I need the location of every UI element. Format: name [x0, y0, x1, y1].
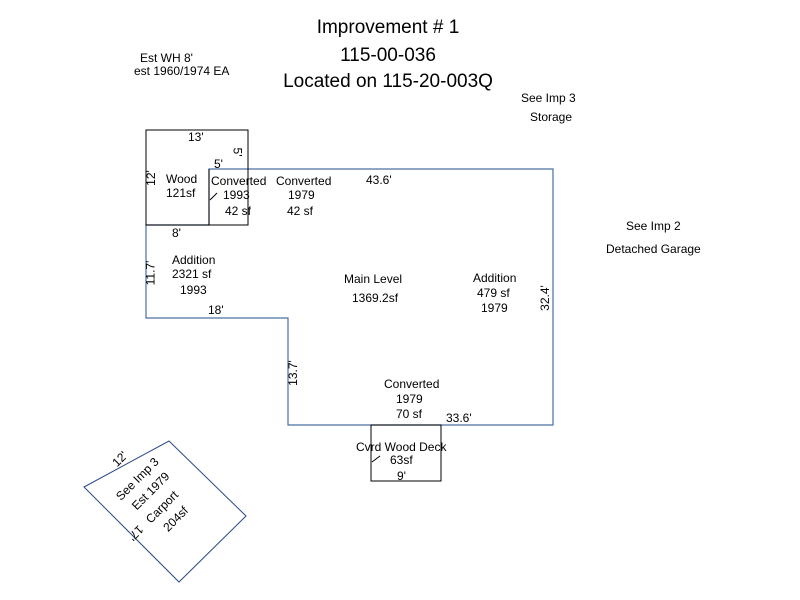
deck-outline — [370, 424, 442, 482]
converted-1979b-size: 70 sf — [396, 407, 423, 421]
wh-note-line2: est 1960/1974 EA — [134, 64, 230, 78]
main-dim-top: 43.6' — [366, 173, 392, 187]
converted-1993-year: 1993 — [223, 188, 250, 202]
converted-1979b-dim-step: 13.7' — [285, 360, 300, 386]
main-level-label: Main Level — [344, 272, 403, 286]
addition-1979-dim-right: 32.4' — [537, 285, 552, 311]
converted-1979a-year: 1979 — [288, 188, 315, 202]
converted-1979a-label: Converted — [276, 174, 332, 188]
title-line3: Located on 115-20-003Q — [283, 71, 493, 92]
addition-1993-dim-bottom: 18' — [208, 303, 224, 317]
converted-1979b-dim-bottom: 33.6' — [446, 411, 472, 425]
wood-dim-right: 5' — [230, 147, 245, 157]
converted-1979a-size: 42 sf — [287, 204, 314, 218]
converted-1993-size: 42 sf — [225, 204, 252, 218]
converted-1979b-year: 1979 — [396, 392, 423, 406]
wood-dim-bottom: 8' — [172, 226, 181, 240]
addition-1993-label: Addition — [172, 253, 216, 267]
addition-1993-dim-left: 11.7' — [143, 260, 158, 286]
title-line2: 115-00-036 — [340, 45, 436, 66]
addition-1993-size: 2321 sf — [172, 267, 212, 281]
dim-tick-deck — [371, 455, 381, 463]
addition-1979-label: Addition — [473, 271, 517, 285]
deck-dim-bottom: 9' — [397, 469, 406, 483]
wh-note-line1: Est WH 8' — [140, 51, 193, 65]
wood-dim-left: 12' — [143, 170, 158, 186]
title-line1: Improvement # 1 — [316, 17, 460, 38]
wood-dim-top: 13' — [188, 130, 204, 144]
converted-1993-label: Converted — [211, 174, 267, 188]
garage-note-line1: See Imp 2 — [626, 219, 681, 233]
wood-dim-inner: 5' — [214, 157, 223, 171]
carport-outline — [83, 440, 247, 583]
wood-area-outline — [145, 129, 249, 226]
converted-1979b-label: Converted — [384, 377, 440, 391]
garage-note-line2: Detached Garage — [606, 242, 701, 256]
addition-1993-year: 1993 — [180, 283, 207, 297]
storage-note-line1: See Imp 3 — [521, 91, 576, 105]
wood-size: 121sf — [166, 186, 196, 200]
storage-note-line2: Storage — [530, 110, 573, 124]
wood-label: Wood — [166, 172, 198, 186]
main-level-size: 1369.2sf — [352, 291, 399, 305]
dim-tick-converted — [209, 192, 218, 201]
deck-label: Cvrd Wood Deck — [356, 440, 447, 454]
addition-1979-size: 479 sf — [477, 286, 510, 300]
addition-1979-year: 1979 — [481, 301, 508, 315]
deck-size: 63sf — [390, 453, 413, 467]
